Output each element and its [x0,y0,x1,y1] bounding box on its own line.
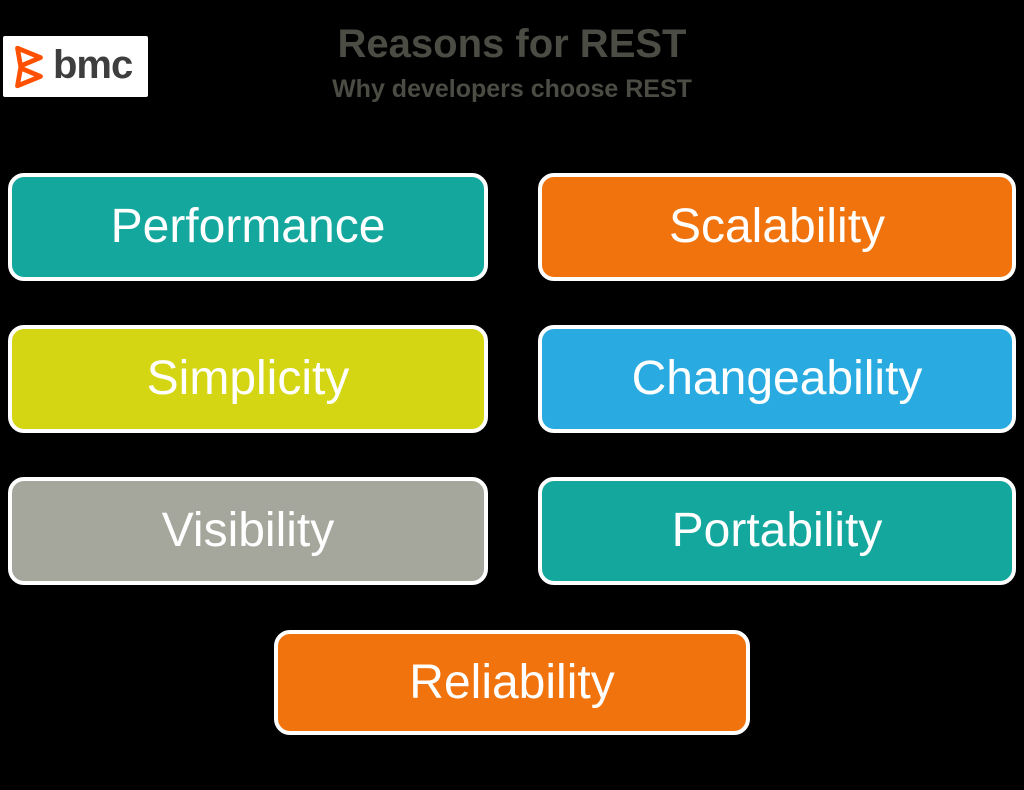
box-reliability-label: Reliability [409,655,615,709]
box-portability: Portability [538,477,1016,585]
box-visibility-label: Visibility [161,504,335,557]
bmc-logo: bmc [3,36,148,97]
bmc-chevrons-icon [15,45,43,88]
box-simplicity-label: Simplicity [146,352,350,405]
box-simplicity: Simplicity [8,325,488,433]
page-subtitle: Why developers choose REST [332,75,692,103]
box-visibility: Visibility [8,477,488,585]
box-reliability: Reliability [274,630,750,735]
bmc-logo-text: bmc [53,42,133,87]
box-portability-label: Portability [671,504,883,557]
box-performance-label: Performance [110,200,386,253]
box-changeability-label: Changeability [631,352,923,405]
box-changeability: Changeability [538,325,1016,433]
box-scalability-label: Scalability [668,200,886,253]
page-title: Reasons for REST [337,22,687,66]
box-performance: Performance [8,173,488,281]
box-scalability: Scalability [538,173,1016,281]
